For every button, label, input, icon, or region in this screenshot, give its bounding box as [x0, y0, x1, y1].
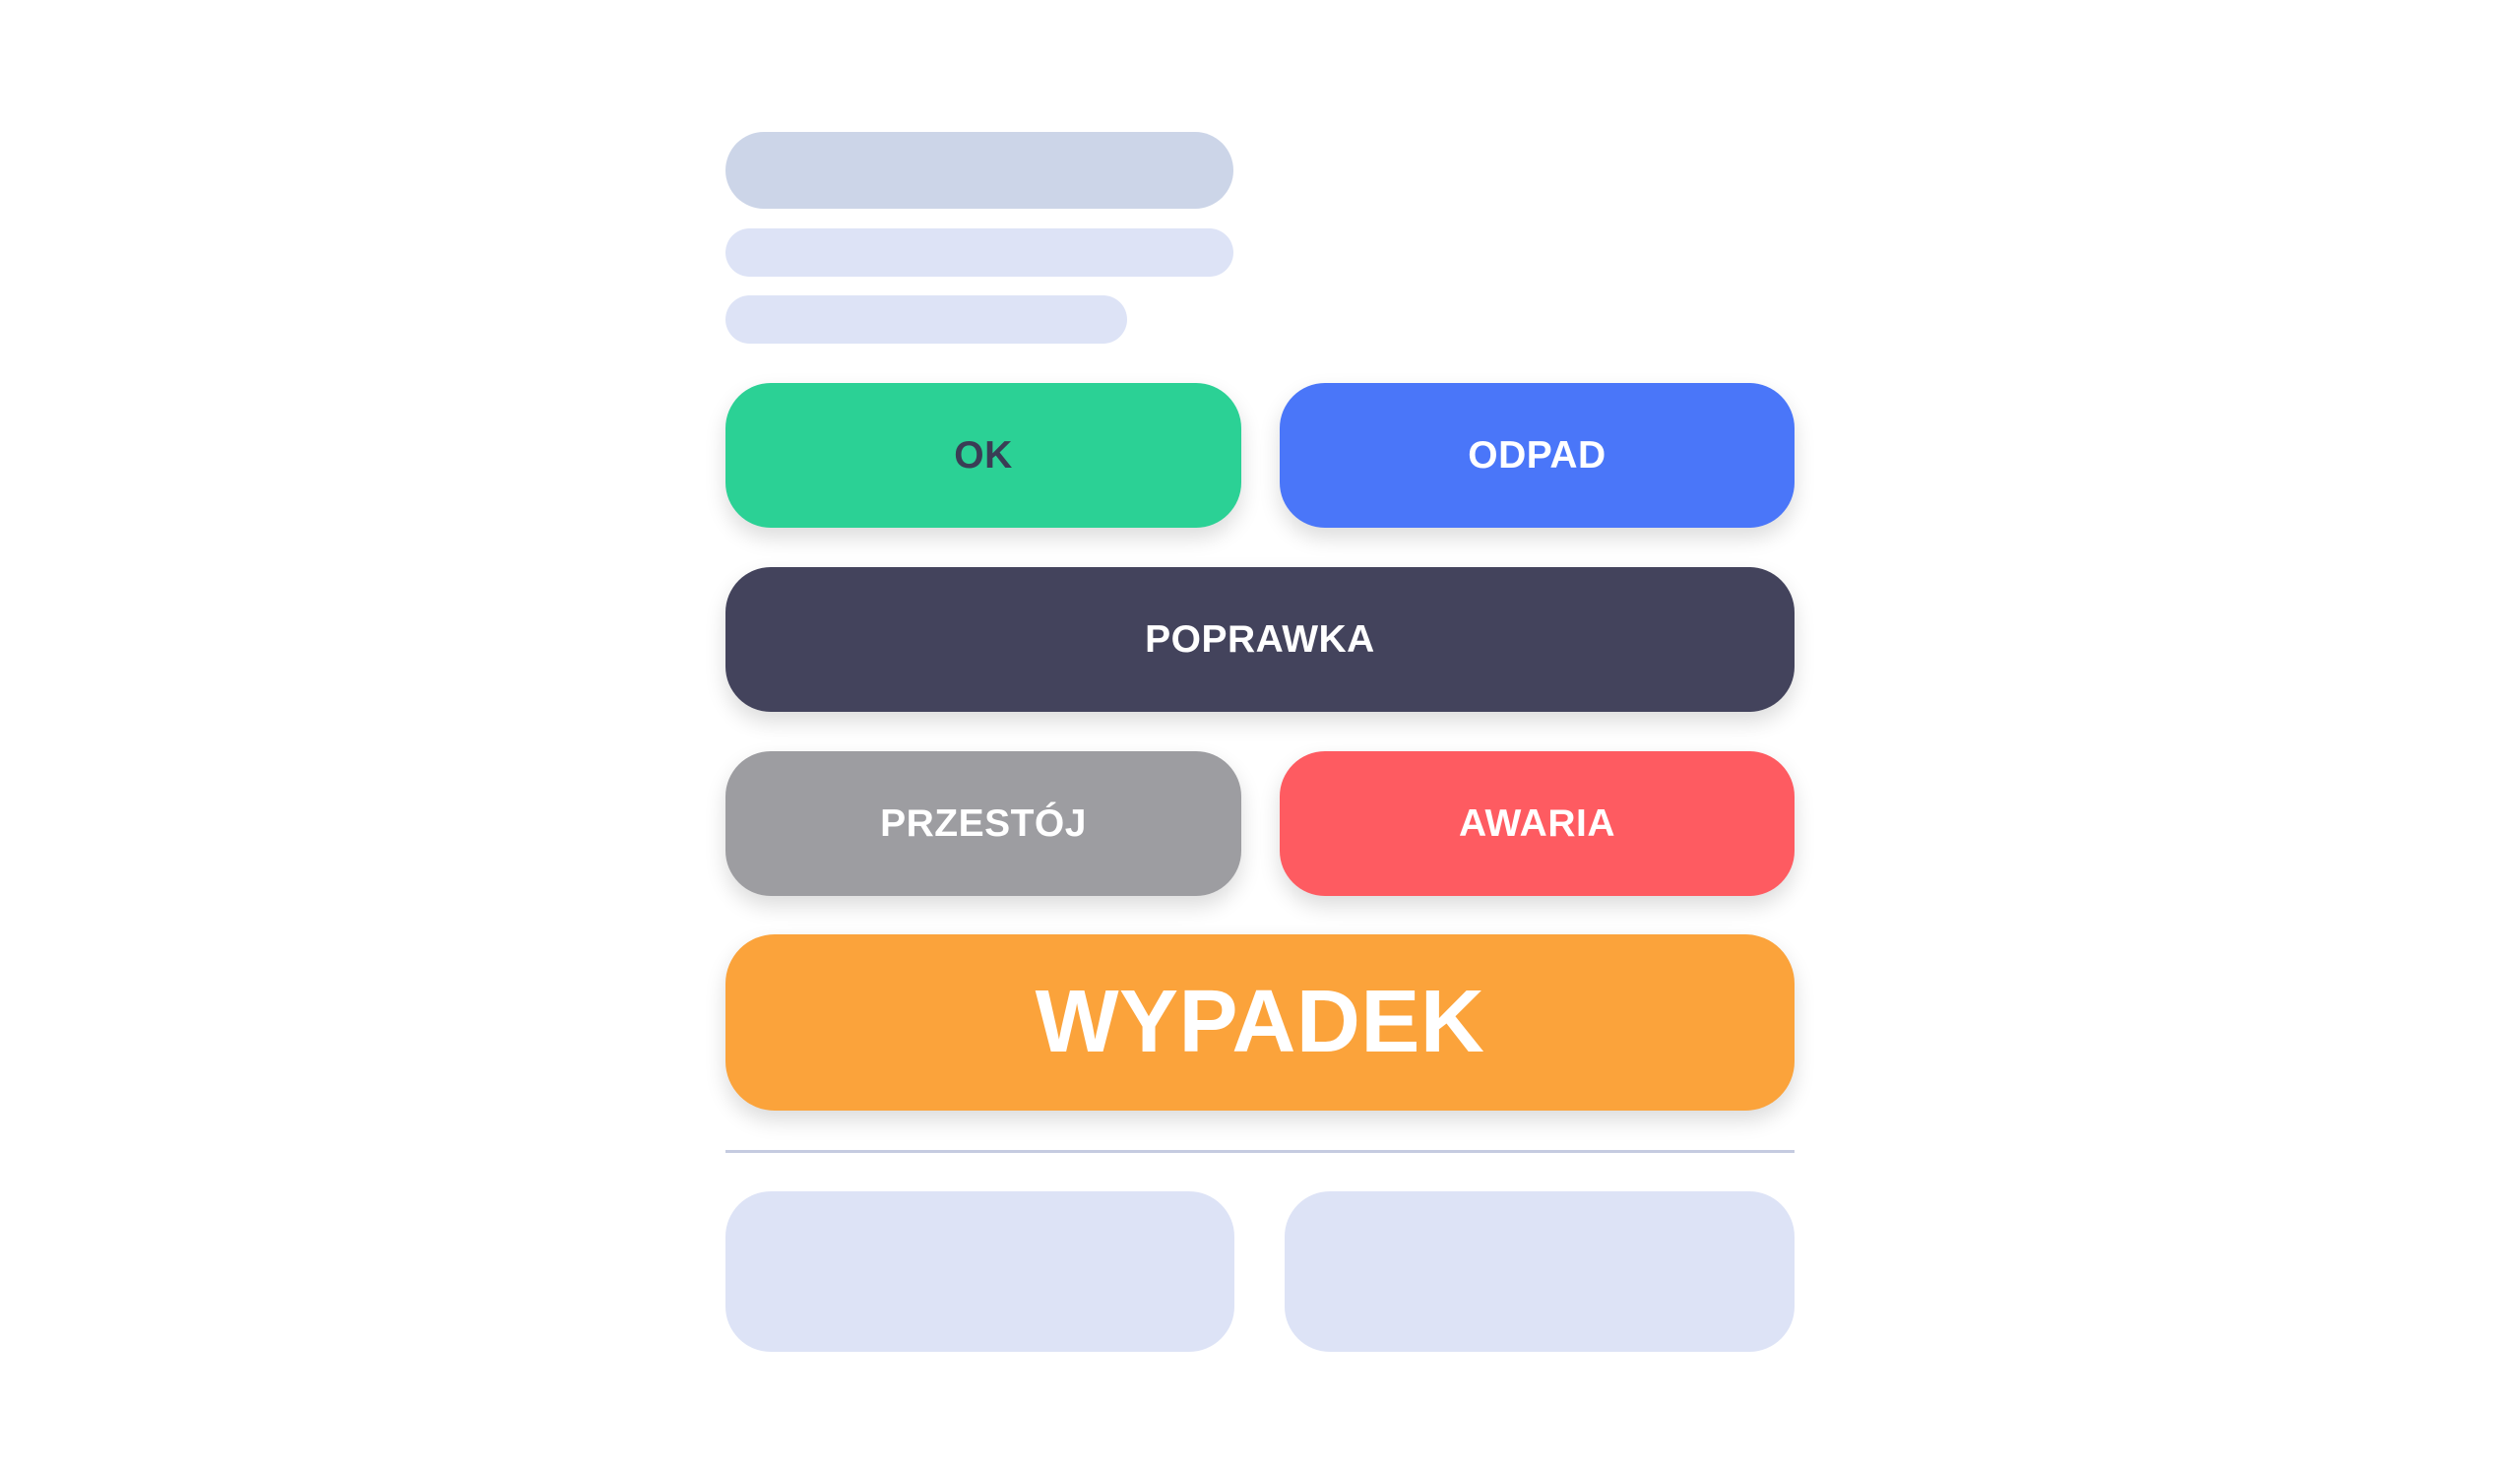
- skeleton-title: [725, 132, 1233, 209]
- skeleton-line: [725, 228, 1233, 277]
- ok-button[interactable]: OK: [725, 383, 1241, 528]
- wypadek-button[interactable]: WYPADEK: [725, 934, 1795, 1111]
- placeholder-card-left: [725, 1191, 1234, 1352]
- skeleton-line: [725, 295, 1127, 344]
- poprawka-button[interactable]: POPRAWKA: [725, 567, 1795, 712]
- przestoj-button[interactable]: PRZESTÓJ: [725, 751, 1241, 896]
- placeholder-card-right: [1285, 1191, 1795, 1352]
- odpad-button[interactable]: ODPAD: [1280, 383, 1795, 528]
- divider: [725, 1150, 1795, 1153]
- awaria-button[interactable]: AWARIA: [1280, 751, 1795, 896]
